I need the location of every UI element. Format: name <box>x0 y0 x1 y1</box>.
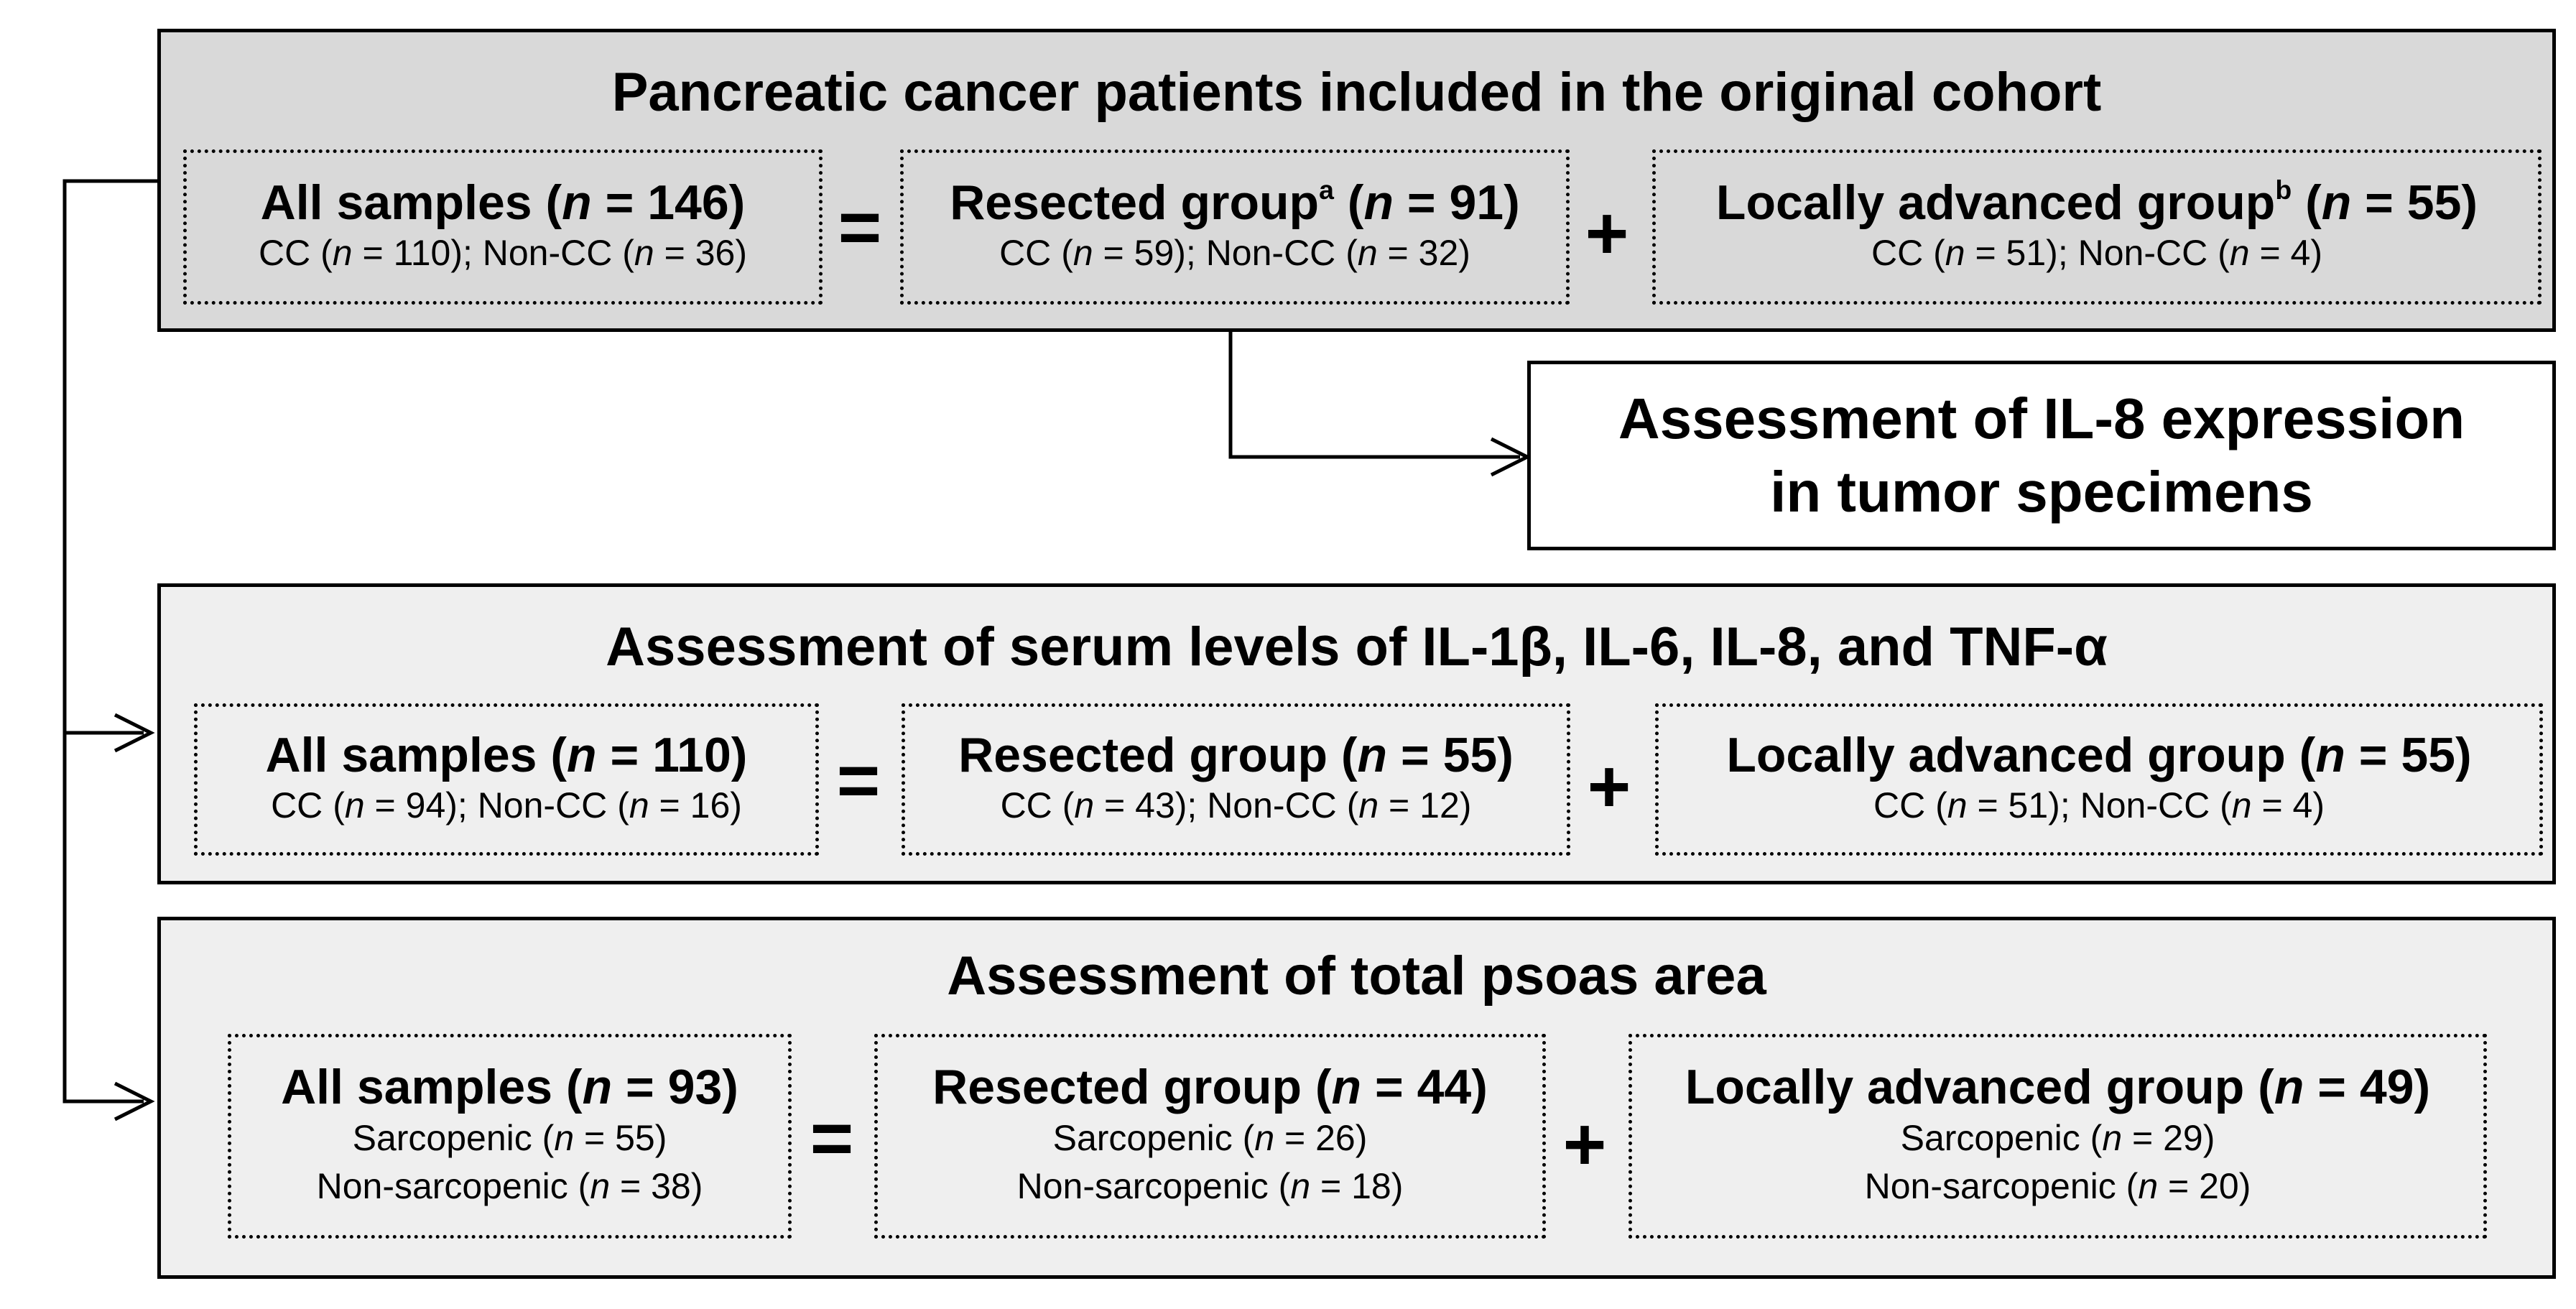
psoas-resected-title: Resected group (n = 44) <box>932 1060 1488 1115</box>
psoas-title: Assessment of total psoas area <box>947 945 1766 1007</box>
serum-all-samples-box: All samples (n = 110) CC (n = 94); Non-C… <box>194 703 819 856</box>
serum-resected-box: Resected group (n = 55) CC (n = 43); Non… <box>902 703 1570 856</box>
serum-title: Assessment of serum levels of IL-1β, IL-… <box>606 616 2108 677</box>
cohort-resected-box: Resected groupa (n = 91) CC (n = 59); No… <box>900 149 1570 305</box>
serum-resected-title: Resected group (n = 55) <box>958 727 1514 782</box>
il8-line-1: Assessment of IL-8 expression <box>1618 386 2465 450</box>
il8-line-2: in tumor specimens <box>1770 460 2313 524</box>
il8-assessment-box: Assessment of IL-8 expression in tumor s… <box>1527 361 2556 550</box>
cohort-all-breakdown: CC (n = 110); Non-CC (n = 36) <box>259 232 747 273</box>
psoas-all-title: All samples (n = 93) <box>281 1060 738 1115</box>
plus-sign: + <box>1585 192 1629 275</box>
psoas-all-non-sarcopenic: Non-sarcopenic (n = 38) <box>316 1166 703 1207</box>
cohort-all-samples-box: All samples (n = 146) CC (n = 110); Non-… <box>183 149 823 305</box>
psoas-all-samples-box: All samples (n = 93) Sarcopenic (n = 55)… <box>228 1034 792 1239</box>
cohort-resected-title: Resected groupa (n = 91) <box>950 174 1520 230</box>
psoas-locally-advanced-box: Locally advanced group (n = 49) Sarcopen… <box>1628 1034 2487 1239</box>
cohort-title: Pancreatic cancer patients included in t… <box>611 62 2102 123</box>
cohort-panel: Pancreatic cancer patients included in t… <box>157 29 2556 332</box>
serum-panel: Assessment of serum levels of IL-1β, IL-… <box>157 583 2556 884</box>
il8-assessment-text: Assessment of IL-8 expression in tumor s… <box>1618 382 2465 529</box>
connector-trunk <box>62 179 161 1104</box>
psoas-locally-advanced-sarcopenic: Sarcopenic (n = 29) <box>1900 1117 2215 1158</box>
connector-to-il8 <box>1228 300 1520 459</box>
psoas-locally-advanced-non-sarcopenic: Non-sarcopenic (n = 20) <box>1864 1166 2251 1207</box>
cohort-locally-advanced-box: Locally advanced groupb (n = 55) CC (n =… <box>1652 149 2542 305</box>
serum-locally-advanced-breakdown: CC (n = 51); Non-CC (n = 4) <box>1873 785 2325 825</box>
equals-sign: = <box>810 1097 854 1180</box>
serum-locally-advanced-box: Locally advanced group (n = 55) CC (n = … <box>1655 703 2543 856</box>
arrowhead-psoas <box>113 1081 155 1121</box>
psoas-resected-box: Resected group (n = 44) Sarcopenic (n = … <box>874 1034 1546 1239</box>
psoas-resected-sarcopenic: Sarcopenic (n = 26) <box>1052 1117 1368 1158</box>
equals-sign: = <box>838 186 882 269</box>
plus-sign: + <box>1562 1103 1607 1186</box>
serum-all-title: All samples (n = 110) <box>265 727 748 782</box>
serum-resected-breakdown: CC (n = 43); Non-CC (n = 12) <box>1000 785 1472 825</box>
psoas-resected-non-sarcopenic: Non-sarcopenic (n = 18) <box>1016 1166 1404 1207</box>
cohort-resected-breakdown: CC (n = 59); Non-CC (n = 32) <box>999 232 1470 273</box>
cohort-locally-advanced-title: Locally advanced groupb (n = 55) <box>1715 174 2478 230</box>
cohort-all-title: All samples (n = 146) <box>260 175 746 230</box>
serum-all-breakdown: CC (n = 94); Non-CC (n = 16) <box>271 785 742 825</box>
psoas-panel: Assessment of total psoas area All sampl… <box>157 917 2556 1279</box>
arrowhead-serum <box>113 713 155 753</box>
psoas-all-sarcopenic: Sarcopenic (n = 55) <box>352 1117 667 1158</box>
plus-sign: + <box>1587 745 1631 828</box>
serum-locally-advanced-title: Locally advanced group (n = 55) <box>1726 727 2472 782</box>
equals-sign: = <box>836 739 881 823</box>
psoas-locally-advanced-title: Locally advanced group (n = 49) <box>1685 1060 2431 1115</box>
cohort-locally-advanced-breakdown: CC (n = 51); Non-CC (n = 4) <box>1871 232 2323 273</box>
